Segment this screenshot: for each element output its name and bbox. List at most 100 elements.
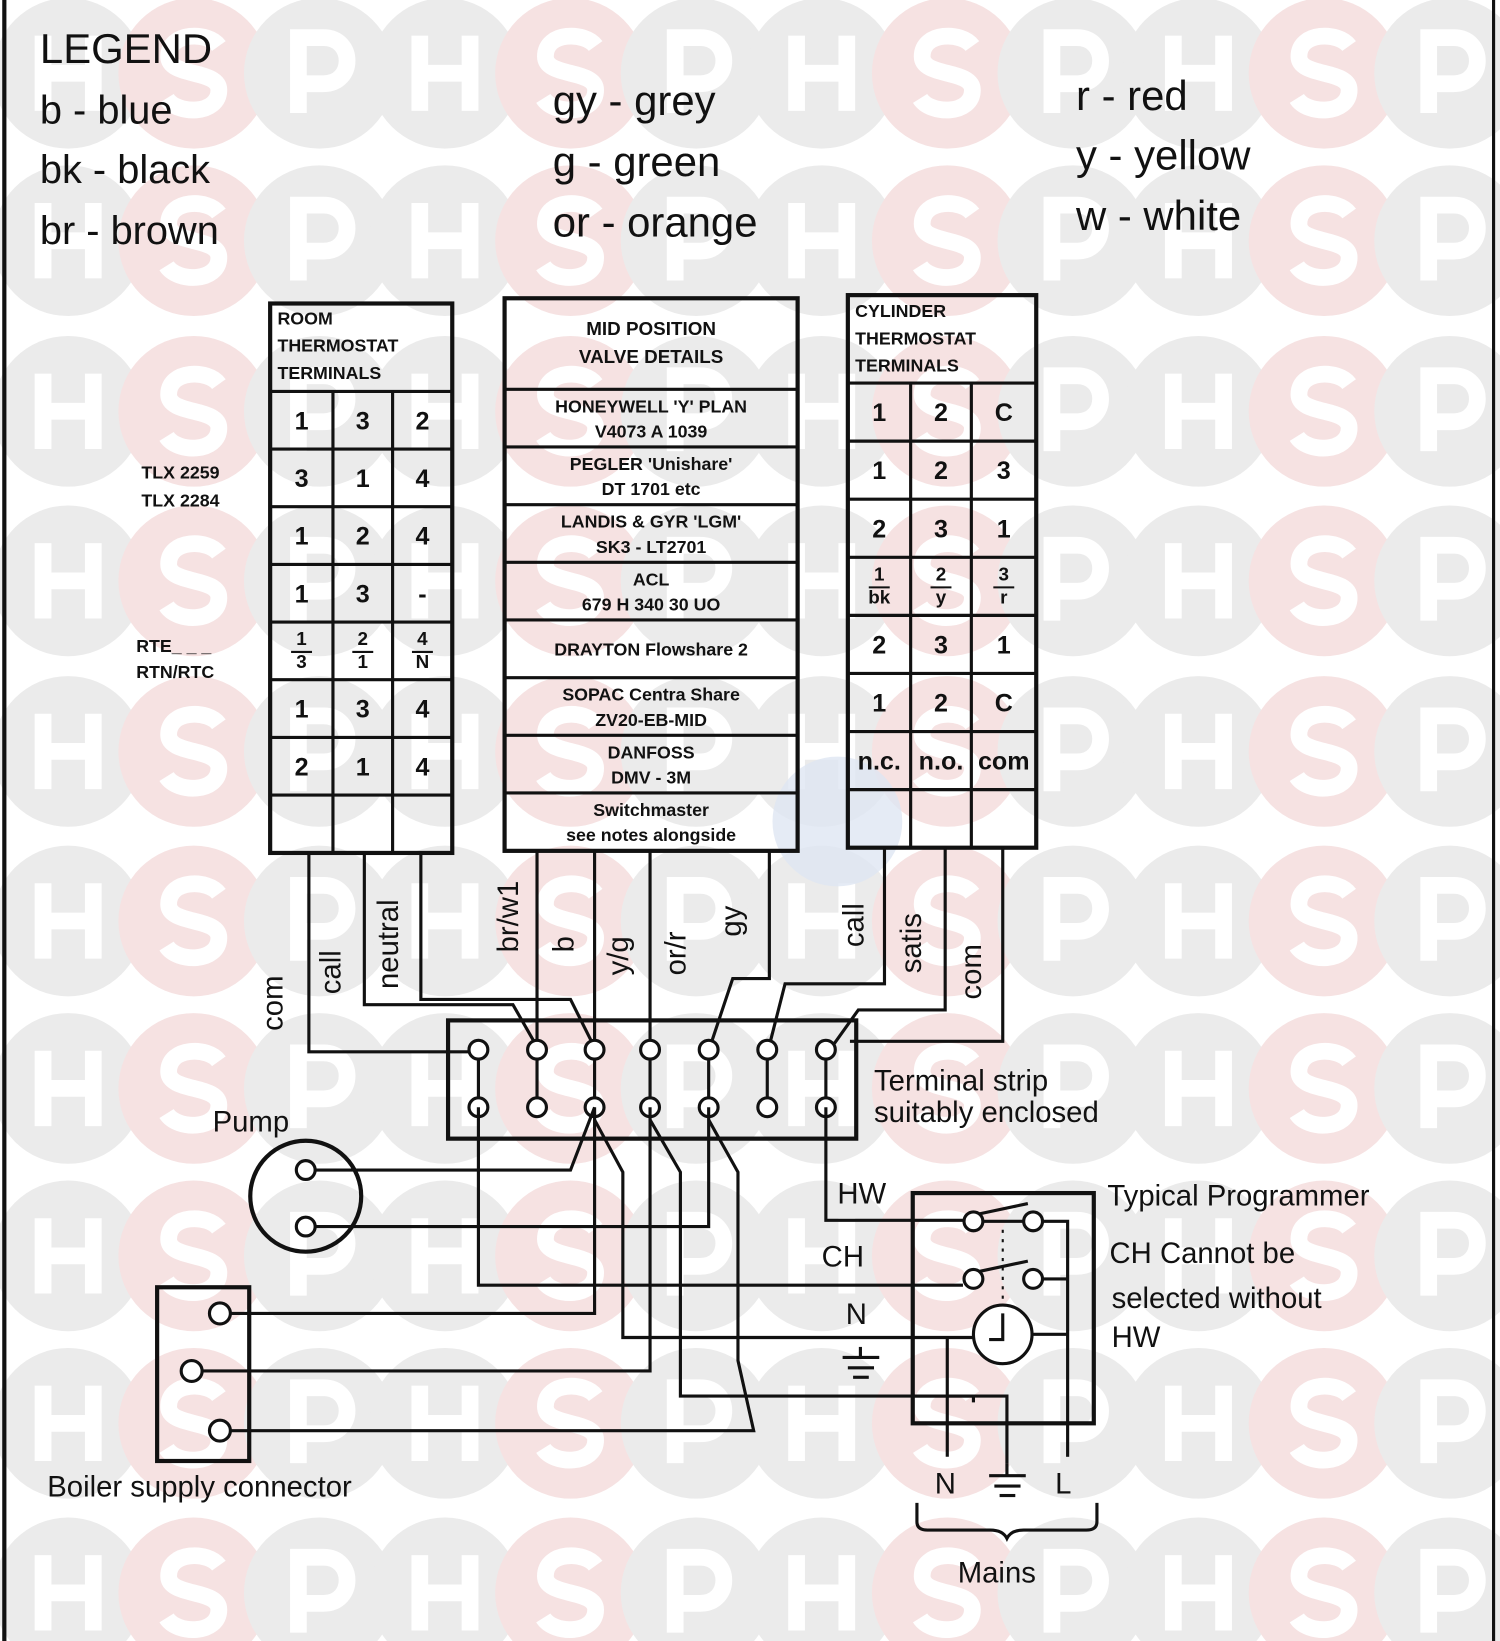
watermark-letter-icon [411, 203, 479, 279]
watermark-letter-icon [1420, 536, 1486, 621]
watermark-logo [118, 0, 270, 149]
watermark-logo [1374, 1180, 1500, 1332]
watermark-letter-icon [159, 365, 228, 457]
watermark-logo [871, 0, 1023, 149]
watermark-logo [118, 676, 270, 827]
cyl-cell: 1 [872, 399, 886, 427]
room-cell: 1 [356, 753, 370, 781]
boiler-connector-label: Boiler supply connector [47, 1471, 352, 1504]
cyl-cell: C [995, 690, 1013, 718]
watermark-letter-icon [1420, 1044, 1486, 1129]
watermark-letter-icon [411, 1218, 479, 1294]
watermark-logo [620, 845, 772, 997]
watermark-logo [746, 1517, 898, 1641]
cyl-cell: com [978, 748, 1030, 776]
watermark-letter-icon [34, 543, 102, 619]
watermark-letter-icon [666, 1211, 733, 1296]
watermark-logo [746, 1180, 898, 1332]
watermark-logo [1374, 845, 1500, 997]
watermark-logo [1248, 676, 1400, 827]
watermark-logo [243, 676, 395, 827]
watermark-letter-icon [788, 1050, 856, 1127]
watermark-letter-icon [411, 35, 479, 111]
watermark-logo [1123, 1347, 1274, 1499]
watermark-logo [0, 335, 144, 487]
watermark-letter-icon [1043, 367, 1109, 452]
mains: N L Mains [915, 1463, 1099, 1589]
watermark-logo [118, 335, 270, 487]
watermark-logo [1123, 505, 1274, 657]
watermark-logo [1248, 1013, 1400, 1164]
room-cell: 4 [415, 523, 429, 551]
watermark-logo [1374, 505, 1500, 657]
watermark-logo [1248, 335, 1400, 487]
watermark-logo [1248, 1180, 1400, 1332]
watermark-letter-icon [1420, 707, 1486, 792]
watermark-letter-icon [1289, 875, 1358, 966]
wire-label: satis [895, 913, 928, 973]
wire-label: call [838, 903, 871, 947]
strip-terminal [756, 1038, 779, 1119]
watermark-letter-icon [536, 195, 605, 286]
watermark-logo [1374, 676, 1500, 827]
rtn-label: RTN/RTC [136, 662, 214, 682]
cyl-cell: n.o. [919, 748, 964, 776]
watermark-logo [495, 676, 646, 827]
watermark-logo [1374, 1013, 1500, 1164]
room-cell: 3 [356, 407, 370, 435]
wire-label: y/g [602, 936, 635, 975]
watermark-letter-icon [34, 713, 102, 790]
valve-header: MID POSITION [586, 318, 716, 339]
legend-item: gy - grey [553, 77, 716, 124]
valve-model: ZV20-EB-MID [595, 710, 707, 730]
watermark-letter-icon [159, 875, 228, 966]
watermark-letter-icon [159, 195, 228, 286]
watermark-letter-icon [666, 536, 733, 621]
watermark-letter-icon [666, 877, 733, 961]
valve-model: DMV - 3M [611, 767, 691, 787]
cyl-cell: y [936, 586, 947, 607]
cyl-header: CYLINDER [855, 301, 946, 321]
watermark-logo [1123, 1180, 1274, 1332]
watermark-logo [1248, 1517, 1400, 1641]
watermark-logo [495, 0, 646, 149]
watermark-letter-icon [1164, 543, 1232, 619]
watermark-letter-icon [1289, 1547, 1358, 1638]
cyl-cell: 2 [934, 399, 948, 427]
room-cell: 2 [358, 628, 368, 649]
watermark-logo [620, 165, 772, 317]
earth-icon [842, 1346, 880, 1379]
watermark-letter-icon [536, 1547, 605, 1638]
cyl-cell: C [995, 399, 1013, 427]
room-cell: 1 [295, 580, 309, 608]
room-row [270, 793, 453, 853]
hw-switch [978, 1202, 1029, 1216]
watermark-logo [620, 335, 772, 487]
watermark-logo [244, 1517, 395, 1641]
programmer-input-ch: CH [822, 1240, 864, 1273]
watermark-logo [495, 1180, 646, 1332]
watermark-letter-icon [536, 535, 605, 626]
watermark-letter-icon [1420, 29, 1486, 114]
room-header: TERMINALS [277, 363, 381, 383]
watermark-letter-icon [34, 1555, 102, 1631]
watermark-letter-icon [1289, 535, 1358, 626]
wire-label: b [548, 936, 581, 952]
watermark-letter-icon [290, 1211, 356, 1296]
watermark-logo [997, 1013, 1149, 1164]
watermark-letter-icon [159, 535, 228, 626]
valve-model: SK3 - LT2701 [596, 537, 706, 557]
watermark-logo [369, 505, 521, 657]
watermark-letter-icon [411, 713, 479, 790]
watermark-letter-icon [1420, 367, 1486, 452]
watermark-letter-icon [536, 1042, 605, 1134]
watermark-logo [118, 165, 270, 317]
watermark-letter-icon [1164, 203, 1232, 279]
watermark-logo [1123, 165, 1274, 317]
